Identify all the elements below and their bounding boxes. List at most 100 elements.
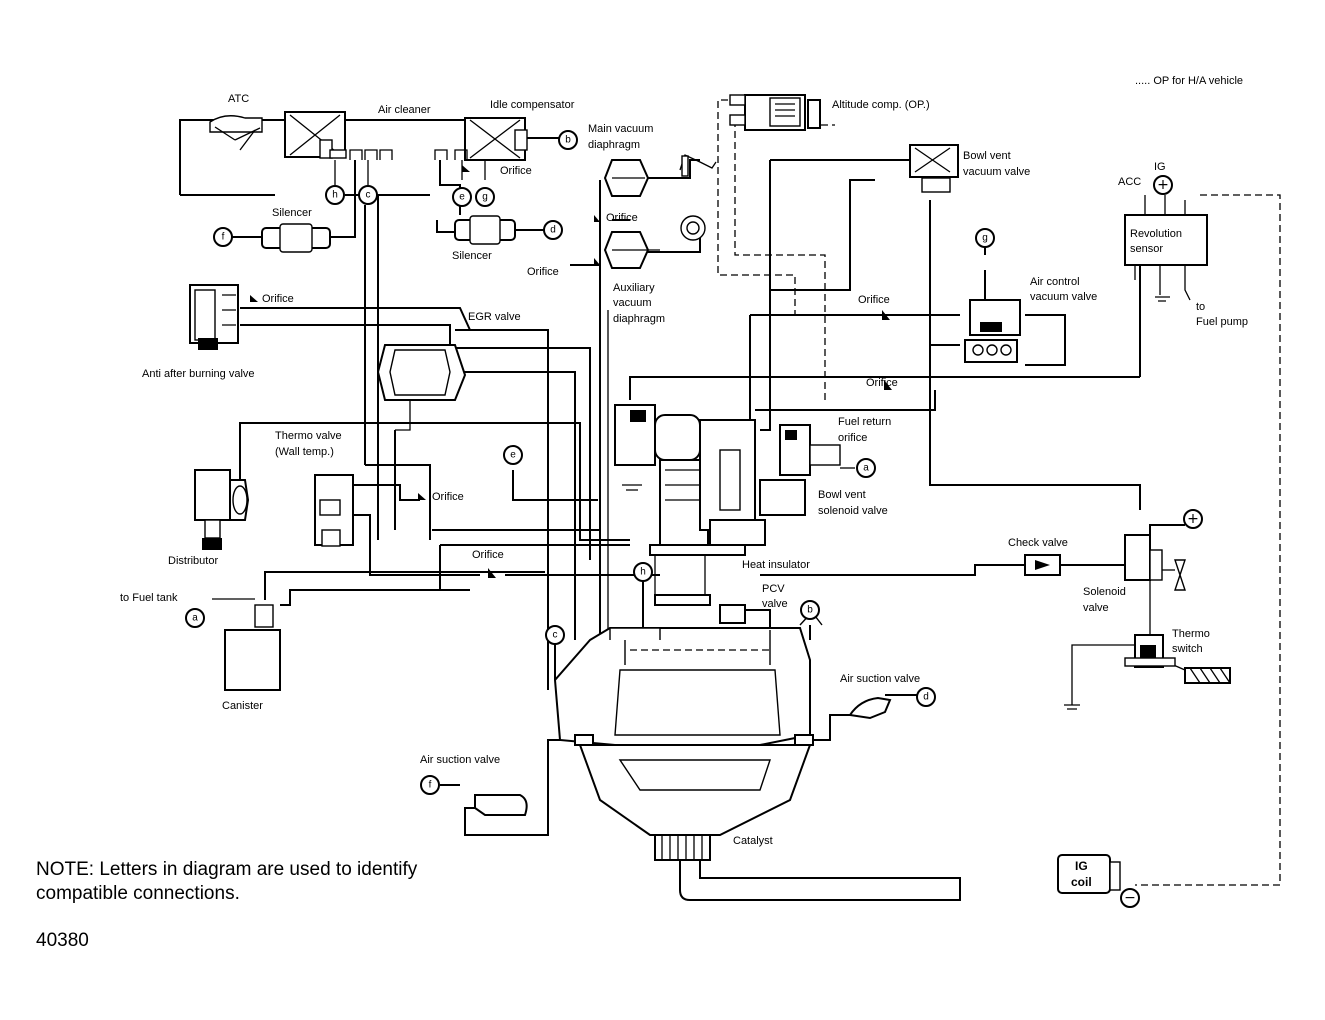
connector-a-left: a	[192, 613, 198, 624]
label-bowl-vent-vacuum-1: Bowl vent	[963, 150, 1011, 162]
label-to-fuel-pump-2: Fuel pump	[1196, 316, 1248, 328]
label-thermo-valve-2: (Wall temp.)	[275, 446, 334, 458]
label-silencer-center: Silencer	[452, 250, 492, 262]
label-air-cleaner: Air cleaner	[378, 104, 431, 116]
distributor	[194, 469, 250, 550]
connector-f-lower: f	[429, 780, 432, 791]
egr-valve	[376, 344, 467, 431]
label-orifice-upper: Orifice	[858, 294, 890, 306]
auxiliary-vacuum-diaphragm	[603, 215, 706, 269]
connector-a-right: a	[863, 463, 869, 474]
label-acc: ACC	[1118, 176, 1141, 188]
heat-insulator	[649, 544, 746, 606]
label-orifice-aux: Orifice	[527, 266, 559, 278]
check-valve	[1024, 554, 1061, 576]
label-fuel-return-1: Fuel return	[838, 416, 891, 428]
catalyst	[654, 834, 961, 901]
air-cleaner-fittings	[349, 149, 468, 160]
orifice-markers	[250, 165, 892, 578]
connector-f-upper: f	[222, 232, 225, 243]
air-suction-valve-left	[474, 794, 528, 816]
label-bowl-vent-vacuum-2: vacuum valve	[963, 166, 1030, 178]
label-silencer-left: Silencer	[272, 207, 312, 219]
connector-b-upper: b	[565, 135, 571, 146]
note-line-1: NOTE: Letters in diagram are used to ide…	[36, 859, 418, 880]
connector-circles: b h c e g f d g e a h a b c d f + + −	[185, 130, 1203, 908]
label-thermo-switch-2: switch	[1172, 643, 1203, 655]
solenoid-valve	[1124, 534, 1186, 591]
connector-g-upper: g	[482, 192, 488, 203]
label-main-vacuum-2: diaphragm	[588, 139, 640, 151]
connector-b-lower: b	[807, 605, 813, 616]
label-revolution-1: Revolution	[1130, 228, 1182, 240]
connector-g-right: g	[982, 233, 988, 244]
revolution-sensor	[1124, 214, 1208, 266]
label-orifice-lower: Orifice	[472, 549, 504, 561]
label-auxiliary-2: vacuum	[613, 297, 652, 309]
connector-h-lower: h	[640, 567, 646, 578]
atc	[209, 115, 263, 151]
air-control-vacuum-valve	[964, 299, 1021, 363]
label-canister: Canister	[222, 700, 263, 712]
connector-e-lower: e	[510, 450, 516, 461]
engine-intake-manifold	[553, 627, 814, 836]
figure-number: 40380	[36, 930, 89, 951]
label-air-suction-left: Air suction valve	[420, 754, 500, 766]
connector-d-upper: d	[550, 225, 556, 236]
note-line-2: compatible connections.	[36, 883, 240, 904]
connector-e-upper: e	[459, 192, 465, 203]
label-altitude-comp: Altitude comp. (OP.)	[832, 99, 930, 111]
label-heat-insulator: Heat insulator	[742, 559, 810, 571]
label-ig-coil-2: coil	[1071, 875, 1092, 889]
label-orifice-idle: Orifice	[500, 165, 532, 177]
silencer-center	[454, 215, 516, 245]
canister	[224, 604, 281, 691]
label-egr-valve: EGR valve	[468, 311, 521, 323]
label-orifice-middle: Orifice	[866, 377, 898, 389]
label-solenoid-2: valve	[1083, 602, 1109, 614]
bowl-vent-solenoid-valve	[759, 424, 855, 516]
op-note: ..... OP for H/A vehicle	[1135, 75, 1243, 87]
label-revolution-2: sensor	[1130, 243, 1163, 255]
label-bowl-vent-solenoid-1: Bowl vent	[818, 489, 866, 501]
connector-c-upper: c	[366, 190, 371, 201]
thermo-valve	[314, 474, 354, 547]
label-thermo-switch-1: Thermo	[1172, 628, 1210, 640]
label-idle-compensator: Idle compensator	[490, 99, 575, 111]
main-vacuum-diaphragm	[603, 154, 717, 197]
label-ig: IG	[1154, 161, 1166, 173]
label-air-control-2: vacuum valve	[1030, 291, 1097, 303]
label-auxiliary-3: diaphragm	[613, 313, 665, 325]
connector-h-upper: h	[332, 190, 338, 201]
label-pcv-2: valve	[762, 598, 788, 610]
label-orifice-main: Orifice	[606, 212, 638, 224]
label-atc: ATC	[228, 93, 249, 105]
connector-c-lower: c	[553, 630, 558, 641]
label-auxiliary-1: Auxiliary	[613, 282, 655, 294]
label-distributor: Distributor	[168, 555, 218, 567]
ig-plus-symbol: +	[1157, 177, 1169, 193]
ground-symbols	[622, 296, 1170, 710]
idle-compensator	[464, 117, 528, 161]
solenoid-plus-symbol: +	[1187, 511, 1199, 527]
label-pcv-1: PCV	[762, 583, 785, 595]
label-catalyst: Catalyst	[733, 835, 773, 847]
silencer-left	[261, 223, 331, 253]
diagram-labels: ..... OP for H/A vehicle ATC Air cleaner…	[36, 75, 1248, 951]
label-air-control-1: Air control	[1030, 276, 1080, 288]
label-orifice-anti: Orifice	[262, 293, 294, 305]
label-to-fuel-tank: to Fuel tank	[120, 592, 178, 604]
air-suction-valve-right	[848, 696, 892, 720]
label-anti-after-burning: Anti after burning valve	[142, 368, 255, 380]
thermo-switch	[1124, 634, 1231, 684]
ig-coil	[1057, 854, 1121, 894]
label-thermo-valve-1: Thermo valve	[275, 430, 342, 442]
label-solenoid-1: Solenoid	[1083, 586, 1126, 598]
label-check-valve: Check valve	[1008, 537, 1068, 549]
air-cleaner	[284, 111, 347, 159]
label-to-fuel-pump-1: to	[1196, 301, 1205, 313]
anti-after-burning-valve	[189, 284, 239, 350]
label-main-vacuum-1: Main vacuum	[588, 123, 653, 135]
bowl-vent-vacuum-valve	[909, 144, 959, 193]
